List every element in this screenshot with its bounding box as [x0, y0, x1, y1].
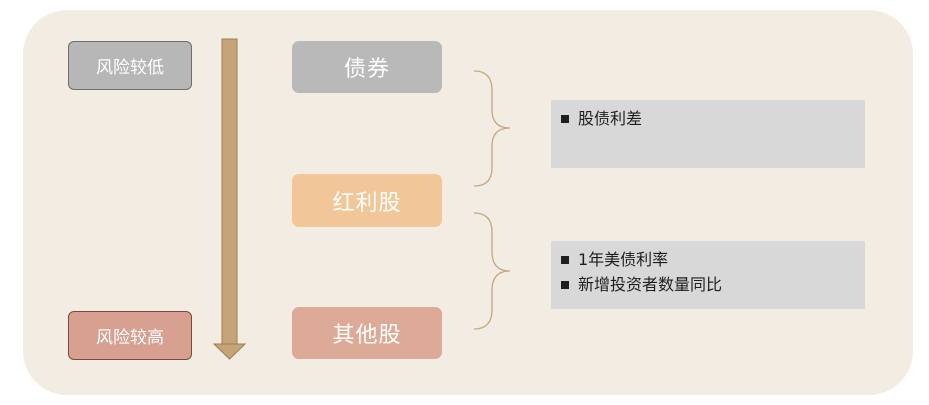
factor-box-2: 1年美债利率 新增投资者数量同比	[551, 241, 865, 309]
brace-upper	[473, 70, 511, 187]
bullet-square-icon	[561, 255, 569, 264]
factor-item: 1年美债利率	[561, 247, 855, 272]
factor-text: 1年美债利率	[578, 250, 669, 269]
bullet-square-icon	[561, 114, 569, 123]
factor-item: 新增投资者数量同比	[561, 272, 855, 297]
asset-other-stock: 其他股	[292, 307, 442, 359]
bullet-square-icon	[561, 280, 569, 289]
asset-dividend-stock: 红利股	[292, 174, 442, 227]
risk-arrow	[212, 38, 247, 360]
factor-box-1: 股债利差	[551, 100, 865, 168]
brace-lower	[473, 212, 511, 330]
risk-low-label: 风险较低	[68, 41, 192, 90]
factor-text: 新增投资者数量同比	[578, 275, 723, 294]
factor-item: 股债利差	[561, 106, 855, 131]
factor-text: 股债利差	[578, 109, 643, 128]
risk-high-label: 风险较高	[68, 311, 192, 360]
asset-bond: 债券	[292, 41, 442, 93]
